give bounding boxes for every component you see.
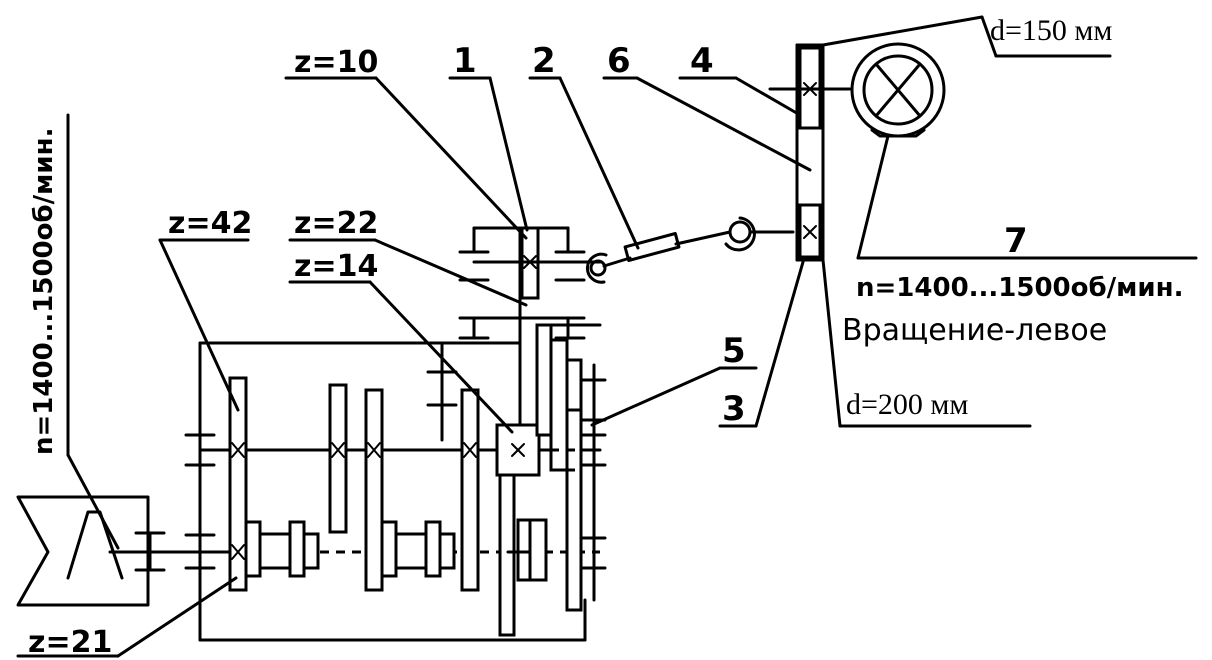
gear-block-2 <box>328 383 384 592</box>
label-input-speed: n=1400...1500об/мин. <box>29 128 59 455</box>
gear-z42 <box>228 376 248 592</box>
connecting-rod <box>585 216 795 284</box>
label-motor-speed: n=1400...1500об/мин. <box>856 273 1183 303</box>
clutch-2 <box>380 520 456 578</box>
leader-lines <box>16 15 1198 658</box>
label-d150: d=150 мм <box>990 14 1112 47</box>
gear-block-3 <box>460 388 480 592</box>
label-7: 7 <box>1004 221 1028 261</box>
label-1: 1 <box>453 41 477 81</box>
label-z22: z=22 <box>294 206 378 241</box>
gearbox-housing <box>184 341 587 642</box>
gear-z14 <box>495 423 548 637</box>
label-3: 3 <box>722 389 746 429</box>
label-z14: z=14 <box>294 249 378 284</box>
label-d200: d=200 мм <box>846 388 968 421</box>
label-z10: z=10 <box>294 45 378 80</box>
label-z42: z=42 <box>168 206 252 241</box>
electric-motor <box>850 42 946 138</box>
label-z21: z=21 <box>28 625 112 660</box>
belt-drive <box>768 43 852 262</box>
label-4: 4 <box>690 41 714 81</box>
label-5: 5 <box>722 331 746 371</box>
label-6: 6 <box>607 41 631 81</box>
clutch-1 <box>244 520 320 578</box>
label-rotation: Вращение-левое <box>842 313 1107 348</box>
label-2: 2 <box>532 41 556 81</box>
